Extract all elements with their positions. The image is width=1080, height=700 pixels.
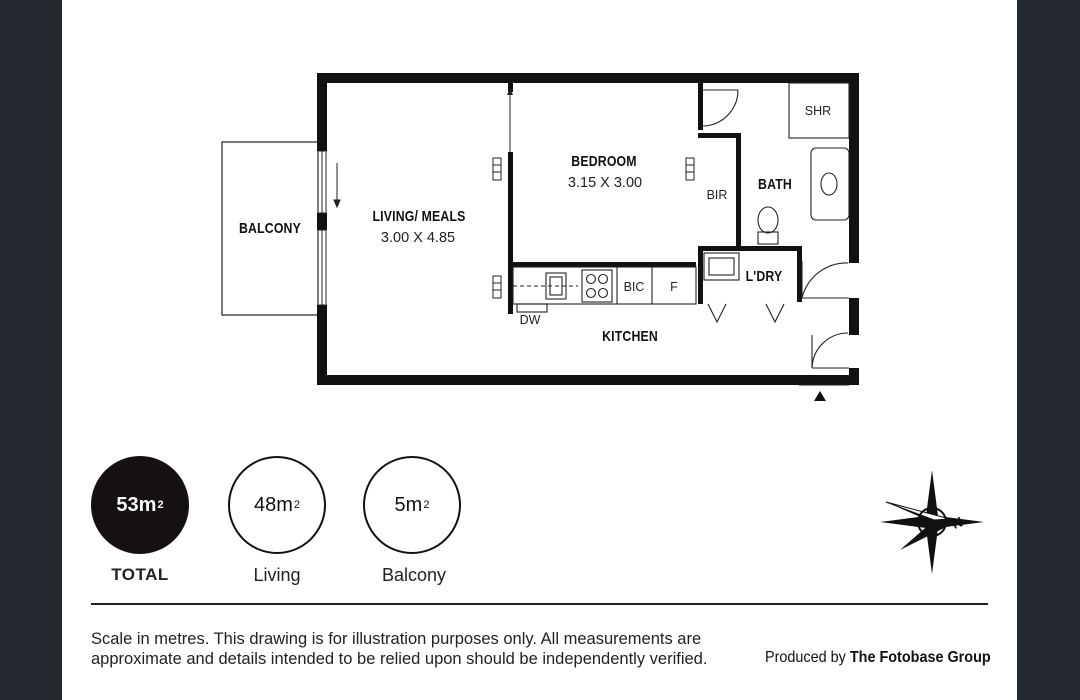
living-meals-label: LIVING/ MEALS — [372, 208, 466, 225]
shower-label: SHR — [804, 104, 832, 118]
built-in-robe-label: BIR — [706, 188, 728, 202]
bedroom-label: BEDROOM — [571, 153, 637, 170]
balcony-sliding-door — [317, 150, 341, 306]
kitchen-bench — [512, 266, 697, 313]
laundry-fixtures — [703, 252, 785, 324]
balcony-area-value: 5m — [394, 493, 423, 516]
living-area-caption: Living — [253, 565, 301, 585]
entry-arrow — [814, 391, 826, 401]
disclaimer-text: Scale in metres. This drawing is for ill… — [91, 629, 771, 669]
bedroom-dimensions: 3.15 X 3.00 — [567, 175, 643, 191]
balcony-label: BALCONY — [239, 220, 301, 237]
built-in-cupboard-label: BIC — [623, 280, 645, 294]
living-area-value: 48m — [253, 493, 293, 516]
company-name: The Fotobase Group — [849, 649, 991, 666]
floor-plan-drawing — [221, 73, 859, 401]
total-area-value: 53m — [116, 493, 157, 516]
compass-north-letter: N — [950, 513, 965, 531]
balcony-area-caption: Balcony — [381, 565, 447, 585]
produced-by-text: Produced by — [765, 649, 846, 666]
interior-walls — [508, 83, 802, 314]
balcony-area-unit: 2 — [423, 499, 430, 511]
exterior-walls — [317, 73, 859, 385]
living-area-unit: 2 — [293, 499, 301, 511]
windows — [492, 157, 695, 299]
total-area-caption: TOTAL — [111, 565, 169, 584]
fridge-label: F — [670, 280, 678, 294]
bathroom-fixtures — [757, 82, 850, 245]
door-swings — [701, 89, 849, 369]
producer-credit: Produced by The Fotobase Group — [765, 649, 991, 667]
floorplan-sheet: BALCONY LIVING/ MEALS 3.00 X 4.85 BEDROO… — [62, 0, 1017, 700]
disclaimer-line-2: approximate and details intended to be r… — [91, 650, 708, 668]
footer-divider — [91, 603, 988, 605]
living-meals-dimensions: 3.00 X 4.85 — [380, 230, 456, 246]
laundry-label: L'DRY — [745, 268, 783, 285]
dishwasher-label: DW — [519, 313, 541, 327]
bath-label: BATH — [758, 176, 792, 193]
compass-icon: N — [880, 470, 984, 574]
disclaimer-line-1: Scale in metres. This drawing is for ill… — [91, 630, 702, 648]
total-area-unit: 2 — [157, 499, 164, 511]
kitchen-label: KITCHEN — [602, 328, 658, 345]
